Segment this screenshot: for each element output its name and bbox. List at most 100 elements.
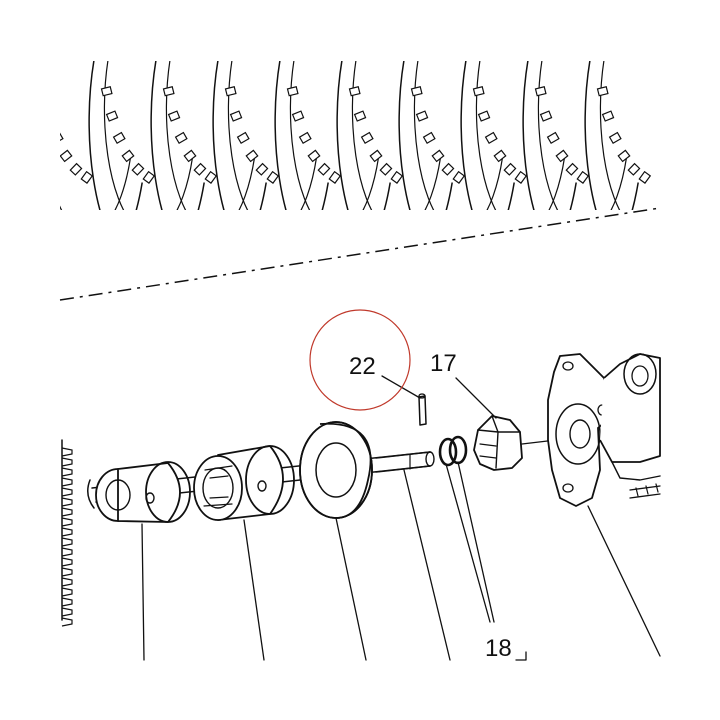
plate-tab [266, 170, 280, 184]
gear-tooth [61, 467, 73, 477]
plate-tab [539, 110, 553, 122]
gear-tooth [61, 487, 73, 497]
clutch-plate [584, 60, 652, 210]
gear-tooth [61, 447, 73, 457]
plate-tab [291, 110, 305, 122]
plate-tab [441, 162, 455, 176]
plate-tab [422, 131, 436, 144]
gear-tooth [61, 527, 73, 537]
plate-tab [40, 87, 50, 96]
plate-tab [534, 85, 547, 97]
plate-tab [379, 162, 393, 176]
splined-hub-part [193, 445, 295, 521]
clutch-plate [398, 60, 515, 210]
gear-tooth [61, 537, 73, 547]
plate-tab [229, 110, 243, 122]
plate-tab [472, 85, 485, 97]
clutch-plate [212, 60, 329, 210]
plate-tab [596, 85, 609, 97]
plate-tab [183, 149, 197, 163]
gear-tooth [61, 607, 73, 617]
plate-tab [174, 131, 188, 144]
gear-tooth [61, 557, 73, 567]
clutch-plate [40, 87, 143, 210]
plate-tab [60, 131, 64, 144]
plate-tab [452, 170, 466, 184]
callout-18-bracket [515, 651, 527, 661]
pin-part-22 [418, 393, 427, 426]
plate-tab [353, 110, 367, 122]
gear-tooth [61, 577, 73, 587]
plate-tab [555, 149, 569, 163]
highlight-circle [309, 309, 411, 411]
plate-tab [514, 170, 528, 184]
plate-tab [601, 110, 615, 122]
plate-tab [484, 131, 498, 144]
plate-tab [415, 110, 429, 122]
plate-tab [565, 162, 579, 176]
plate-tab [348, 85, 361, 97]
gear-tooth [61, 497, 73, 507]
gear-tooth [61, 587, 73, 597]
housing-part [547, 353, 661, 507]
clutch-plate [522, 60, 639, 210]
gear-tooth [61, 507, 73, 517]
plate-tab [100, 85, 113, 97]
o-rings-part-18 [438, 435, 468, 467]
plate-tab [60, 149, 73, 163]
clutch-plate [274, 60, 391, 210]
plate-tab [410, 85, 423, 97]
plate-tab [369, 149, 383, 163]
clutch-plate [150, 60, 267, 210]
plate-tab [80, 170, 94, 184]
plate-tab [360, 131, 374, 144]
shaft-assembly [61, 353, 661, 661]
gear-tooth [61, 517, 73, 527]
plate-tab [45, 111, 56, 121]
leader-line-18a [445, 463, 491, 623]
leader-line-22 [381, 375, 421, 399]
leader-line-18b [457, 461, 495, 623]
plate-tab [142, 170, 156, 184]
plate-tab [298, 131, 312, 144]
plate-tab [167, 110, 181, 122]
callout-label-18: 18 [485, 635, 512, 662]
plate-tab [431, 149, 445, 163]
star-nut-part-17 [473, 415, 523, 471]
plate-tab [608, 131, 622, 144]
gear-tooth [61, 597, 73, 607]
clutch-plate [336, 60, 453, 210]
plate-tab [121, 149, 135, 163]
plate-tab [493, 149, 507, 163]
plate-tab [236, 131, 250, 144]
plate-tab [546, 131, 560, 144]
plate-tab [576, 170, 590, 184]
plate-tab [204, 170, 218, 184]
callout-label-17: 17 [430, 350, 457, 377]
sleeve-part [95, 461, 191, 523]
gear-tooth [61, 477, 73, 487]
plate-tab [162, 85, 175, 97]
plate-tab [112, 131, 126, 144]
plate-tab [328, 170, 342, 184]
gear-tooth [61, 617, 73, 627]
clutch-plate [88, 60, 205, 210]
plate-tab [105, 110, 119, 122]
plate-tab [627, 162, 641, 176]
plate-tab [477, 110, 491, 122]
plate-tab [131, 162, 145, 176]
clutch-plate [460, 60, 577, 210]
plate-tab [224, 85, 237, 97]
plate-tab [638, 170, 652, 184]
plate-tab [307, 149, 321, 163]
plate-tab [255, 162, 269, 176]
clutch-plate-stack [40, 59, 660, 210]
plate-tab [286, 85, 299, 97]
callout-label-22: 22 [349, 353, 376, 380]
shaft-end [375, 451, 435, 473]
plate-tab [617, 149, 631, 163]
gear-tooth [61, 567, 73, 577]
gear-tooth [61, 457, 73, 467]
plate-tab [503, 162, 517, 176]
